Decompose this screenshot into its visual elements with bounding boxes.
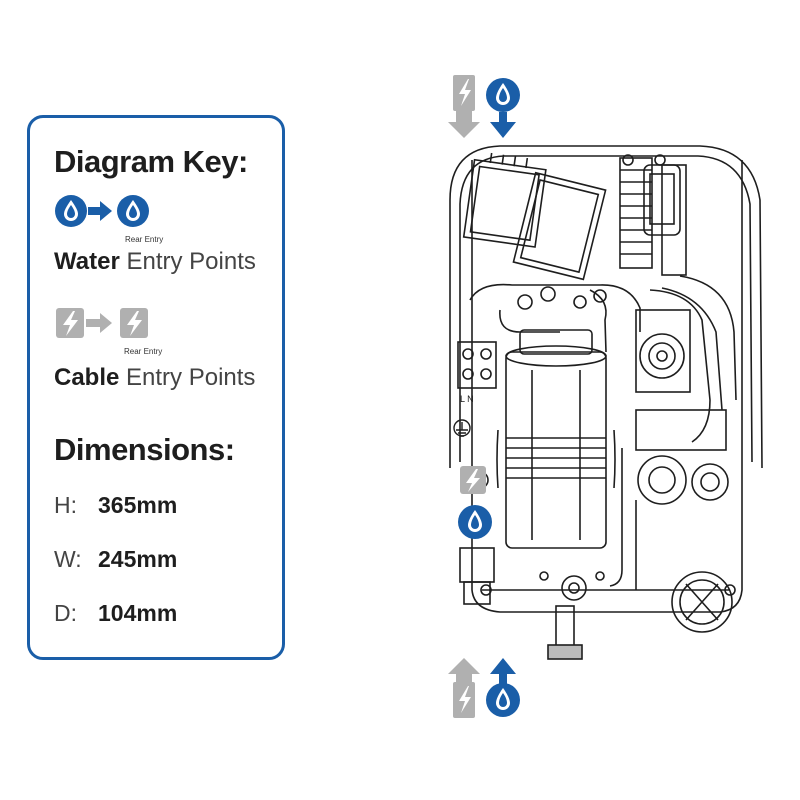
arrow-right-icon (88, 207, 100, 215)
bottom-cable-entry-arrow (448, 658, 480, 718)
casing-outline (449, 145, 763, 469)
arrow-down-icon (490, 112, 516, 138)
water-label: Water (54, 248, 120, 275)
top-water-entry-arrow (486, 78, 520, 138)
pcb-box (462, 152, 547, 248)
terminal-label: L N (460, 394, 474, 404)
terminal-block (457, 341, 497, 389)
dimension-depth: D:104mm (54, 600, 178, 626)
water-rear-entry-label: Rear Entry (125, 235, 164, 244)
water-entry-icons: Rear Entry (54, 194, 174, 247)
cable-entry-points-label: Cable Entry Points (54, 364, 255, 392)
entry-points-label: Entry Points (126, 248, 256, 275)
shower-internal-diagram: L N (448, 75, 763, 718)
dimension-width: W:245mm (54, 546, 178, 572)
water-entry-points-label: Water Entry Points (54, 248, 256, 276)
arrow-up-icon (448, 658, 480, 682)
arrow-up-icon (490, 658, 516, 684)
rear-water-entry-icon (458, 505, 492, 539)
cable-label: Cable (54, 364, 120, 391)
cable-entry-icon (56, 308, 148, 338)
cable-rear-entry-label: Rear Entry (124, 347, 163, 356)
top-cable-entry-arrow (448, 75, 480, 138)
bottom-water-entry-arrow (486, 658, 520, 717)
stabiliser-valve (639, 333, 685, 379)
arrow-down-icon (448, 111, 480, 138)
dimension-height: H:365mm (54, 492, 178, 518)
flow-valve (637, 455, 687, 505)
relay-box (512, 171, 607, 281)
diagram-key-title: Diagram Key: (54, 144, 248, 179)
earth-symbol-icon (453, 419, 471, 437)
diagram-key-panel: Diagram Key: Rear Entry Water Entry Poin… (27, 115, 285, 660)
dimensions-title: Dimensions: (54, 432, 235, 467)
rear-cable-entry-icon (460, 466, 486, 494)
cable-entry-icons: Rear Entry (54, 306, 174, 359)
entry-points-label: Entry Points (126, 364, 256, 391)
arrow-right-icon (86, 319, 100, 327)
pressure-relief (459, 547, 495, 583)
temperature-knob (671, 571, 733, 633)
water-entry-icon (55, 195, 149, 227)
heater-tank (505, 351, 607, 549)
